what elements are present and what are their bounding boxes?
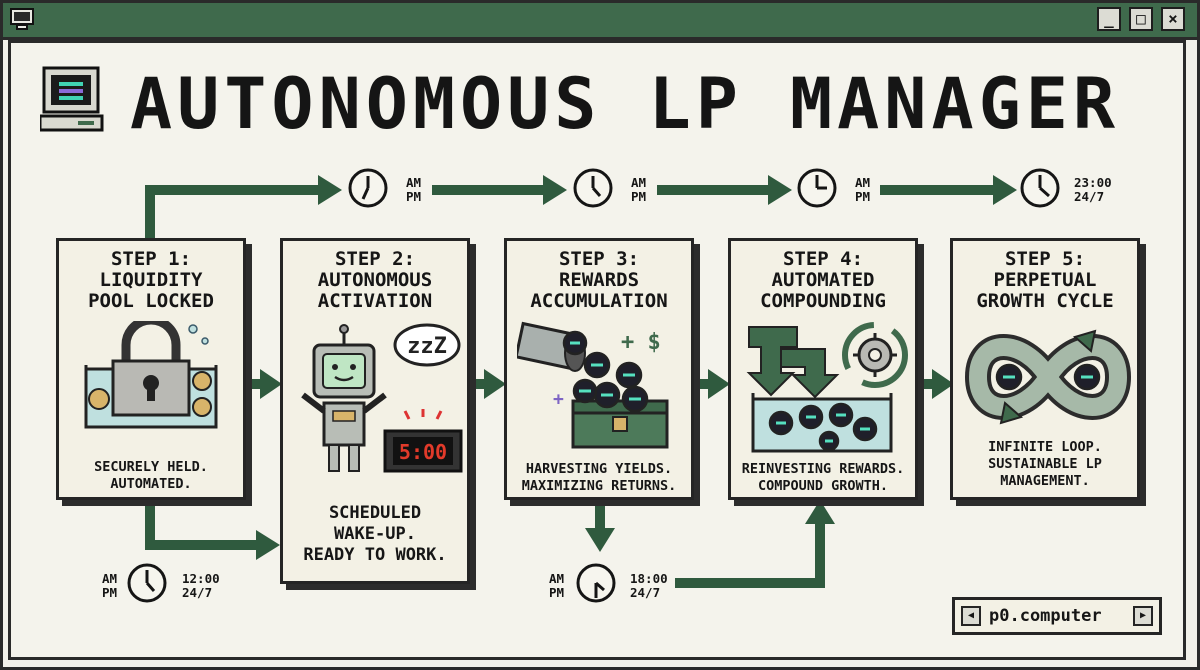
step-description: HARVESTING YIELDS. MAXIMIZING RETURNS. bbox=[521, 461, 677, 494]
maximize-button[interactable]: □ bbox=[1129, 7, 1153, 31]
arrowhead-1-2 bbox=[260, 369, 282, 399]
clock-label: 12:00 24/7 bbox=[182, 571, 220, 600]
clock-icon bbox=[1020, 168, 1060, 208]
step-description: SCHEDULED WAKE-UP. READY TO WORK. bbox=[303, 503, 447, 565]
step-description: REINVESTING REWARDS. COMPOUND GROWTH. bbox=[741, 461, 905, 494]
clock-label: AM PM bbox=[855, 175, 871, 204]
step-title: STEP 2: AUTONOMOUS ACTIVATION bbox=[317, 248, 433, 312]
infinity-loop-icon bbox=[964, 329, 1132, 425]
compounding-gear-icon bbox=[746, 322, 908, 453]
footer-link-bar[interactable]: ◀ p0.computer ▶ bbox=[952, 597, 1162, 635]
retro-computer-icon bbox=[40, 66, 104, 132]
step-card-1[interactable]: STEP 1: LIQUIDITY POOL LOCKED SECURELY H… bbox=[56, 238, 246, 500]
step-title: STEP 4: AUTOMATED COMPOUNDING bbox=[760, 248, 886, 312]
clock-label: AM PM bbox=[549, 571, 565, 600]
clock-icon bbox=[797, 168, 837, 208]
step-title: STEP 5: PERPETUAL GROWTH CYCLE bbox=[976, 248, 1114, 312]
step-card-2[interactable]: STEP 2: AUTONOMOUS ACTIVATION zzZ 5:00 S… bbox=[280, 238, 470, 584]
step-description: INFINITE LOOP. SUSTAINABLE LP MANAGEMENT… bbox=[988, 439, 1102, 489]
close-button[interactable]: × bbox=[1161, 7, 1185, 31]
treasure-chest-icon: + $ + bbox=[517, 321, 669, 449]
arrowhead-top-1 bbox=[318, 175, 342, 205]
sleep-bubble-text: zzZ bbox=[407, 334, 447, 359]
clock-label: 23:00 24/7 bbox=[1074, 175, 1112, 204]
step-title: STEP 1: LIQUIDITY POOL LOCKED bbox=[88, 248, 214, 312]
robot-alarm-icon: zzZ 5:00 bbox=[301, 323, 463, 473]
step-card-5[interactable]: STEP 5: PERPETUAL GROWTH CYCLE INFINITE … bbox=[950, 238, 1140, 500]
title-bar[interactable]: _ □ × bbox=[3, 3, 1197, 40]
arrowhead-3-4 bbox=[708, 369, 730, 399]
page-title: AUTONOMOUS LP MANAGER bbox=[130, 63, 1121, 145]
arrowhead-4-5 bbox=[932, 369, 954, 399]
padlock-in-pool-icon bbox=[84, 321, 218, 429]
clock-label: 18:00 24/7 bbox=[630, 571, 668, 600]
clock-icon bbox=[127, 563, 167, 603]
arrowhead-step4-up bbox=[805, 500, 835, 524]
plus-symbol: + bbox=[553, 389, 564, 410]
connector-top-branch bbox=[145, 185, 320, 238]
arrowhead-2-3 bbox=[484, 369, 506, 399]
step-description: SECURELY HELD. AUTOMATED. bbox=[94, 459, 208, 492]
clock-icon bbox=[573, 168, 613, 208]
step-card-3[interactable]: STEP 3: REWARDS ACCUMULATION + $ + HARVE… bbox=[504, 238, 694, 500]
arrowhead-step3-down bbox=[585, 528, 615, 552]
connector-clock-step4 bbox=[675, 522, 825, 588]
minimize-button[interactable]: _ bbox=[1097, 7, 1121, 31]
step-card-4[interactable]: STEP 4: AUTOMATED COMPOUNDING REINVESTIN… bbox=[728, 238, 918, 500]
arrowhead-top-3 bbox=[768, 175, 792, 205]
prev-arrow-icon[interactable]: ◀ bbox=[961, 606, 981, 626]
connector-step1-bottom bbox=[145, 505, 258, 550]
clock-icon bbox=[348, 168, 388, 208]
plus-dollar-symbol: + $ bbox=[621, 330, 661, 355]
clock-label: AM PM bbox=[406, 175, 422, 204]
next-arrow-icon[interactable]: ▶ bbox=[1133, 606, 1153, 626]
clock-label: AM PM bbox=[631, 175, 647, 204]
clock-icon bbox=[576, 563, 616, 603]
clock-label: AM PM bbox=[102, 571, 118, 600]
step-title: STEP 3: REWARDS ACCUMULATION bbox=[530, 248, 668, 312]
arrowhead-bottom-1 bbox=[256, 530, 280, 560]
footer-link[interactable]: p0.computer bbox=[989, 606, 1102, 626]
alarm-time: 5:00 bbox=[399, 440, 447, 464]
arrowhead-top-2 bbox=[543, 175, 567, 205]
arrowhead-top-4 bbox=[993, 175, 1017, 205]
monitor-icon bbox=[10, 8, 34, 30]
